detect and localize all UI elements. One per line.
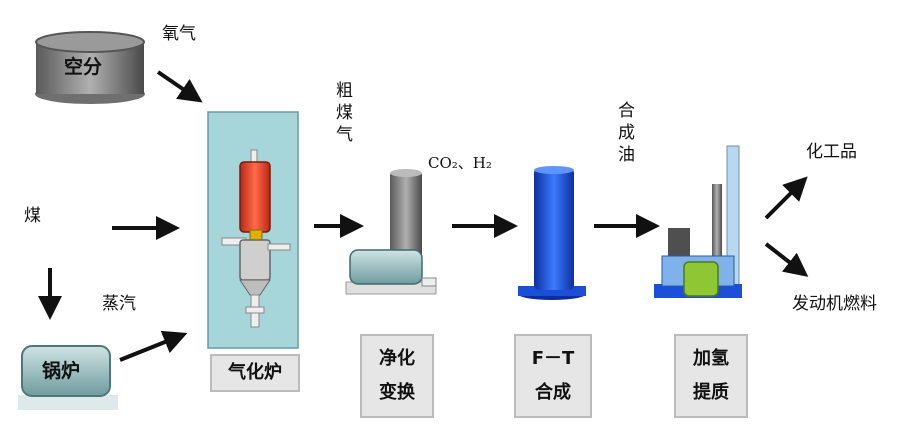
boiler-label: 锅炉 <box>42 360 81 382</box>
ft-synthesis-label-line1: F－T <box>531 348 575 369</box>
arrow-chemicals <box>764 176 808 220</box>
gasifier-icon <box>207 111 299 349</box>
air-separation-unit-icon <box>35 31 145 104</box>
ft-synthesis-label: F－T 合成 <box>514 334 592 418</box>
boiler-icon <box>18 345 118 410</box>
arrow-steam <box>119 330 188 362</box>
purification-label: 净化 变换 <box>360 334 434 418</box>
chemicals-label: 化工品 <box>806 142 857 162</box>
co2-h2-label: CO₂、H₂ <box>428 154 492 172</box>
crude-gas-label: 粗煤气 <box>336 81 353 145</box>
arrow-engine-fuel <box>764 242 809 277</box>
engine-fuel-label: 发动机燃料 <box>792 294 877 314</box>
synthetic-oil-label: 合成油 <box>618 101 635 165</box>
purification-label-line2: 变换 <box>379 382 415 403</box>
oxygen-label: 氧气 <box>162 24 196 44</box>
flow-arrows <box>38 70 809 362</box>
ft-reactor-icon <box>518 166 586 300</box>
purification-label-line1: 净化 <box>379 348 415 369</box>
ft-synthesis-label-line2: 合成 <box>535 382 571 403</box>
purification-unit-icon <box>345 169 437 295</box>
arrow-oxygen <box>156 70 203 103</box>
gasifier-label: 气化炉 <box>210 354 300 392</box>
hydrotreating-unit-icon <box>654 145 742 298</box>
hydrotreating-label-line2: 提质 <box>693 382 729 403</box>
hydrotreating-label-line1: 加氢 <box>693 348 729 369</box>
air-separation-label: 空分 <box>64 56 103 78</box>
steam-label: 蒸汽 <box>102 294 136 314</box>
coal-label: 煤 <box>24 206 41 226</box>
hydrotreating-label: 加氢 提质 <box>674 334 748 418</box>
